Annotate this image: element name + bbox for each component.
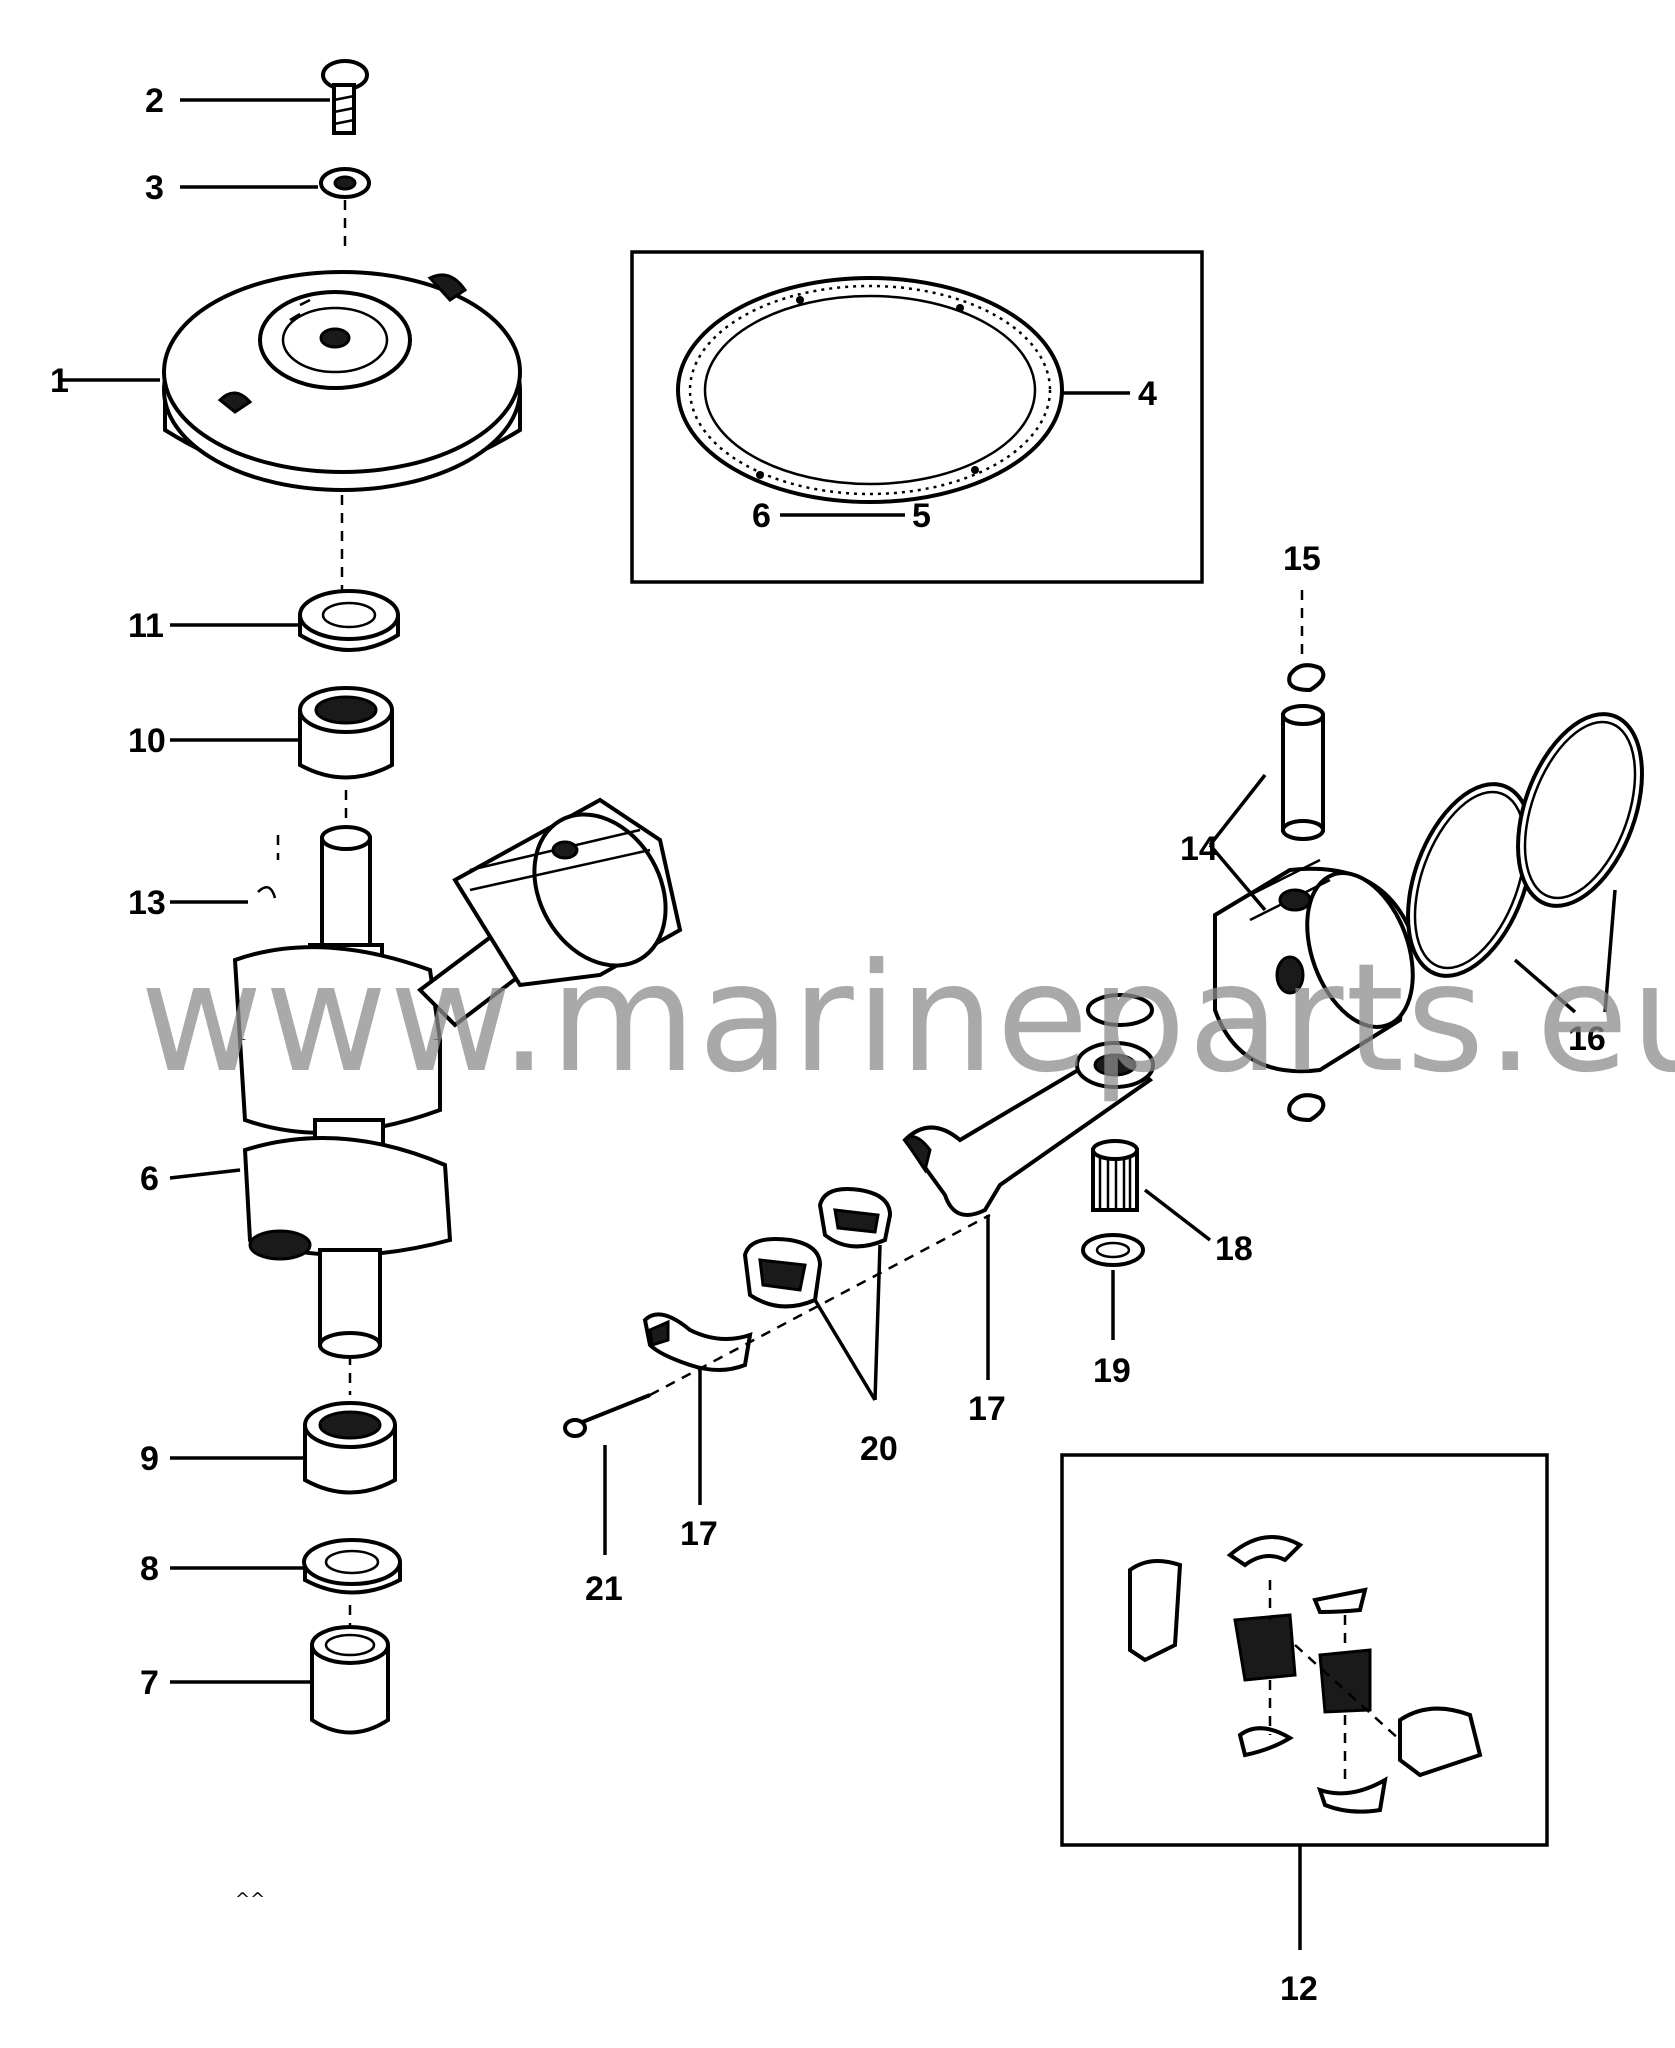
ring-gear-kit-box — [630, 250, 1204, 584]
callout-11: 11 — [128, 607, 164, 645]
callout-9: 9 — [140, 1440, 159, 1478]
thrust-washer-lower — [1081, 1233, 1145, 1267]
piston-pin — [1281, 704, 1325, 841]
lower-bushing — [310, 1625, 390, 1735]
watermark: www.marineparts.eu — [140, 932, 1675, 1106]
lower-oil-seal — [302, 1538, 402, 1595]
piston — [1213, 858, 1415, 1074]
rod-cap-screw — [563, 1393, 651, 1438]
bearing-kit-box — [1060, 1453, 1549, 1847]
callout-14: 14 — [1180, 830, 1218, 868]
crankshaft-assembly — [232, 797, 683, 1359]
callout-4: 4 — [1138, 375, 1157, 413]
callout-10: 10 — [128, 722, 166, 760]
flywheel — [162, 270, 522, 492]
callout-8: 8 — [140, 1550, 159, 1588]
piston-pin-retainer-top — [1287, 663, 1326, 693]
callout-7: 7 — [140, 1664, 159, 1702]
callout-15: 15 — [1283, 540, 1321, 578]
upper-oil-seal — [298, 589, 400, 652]
connecting-rod-cap — [642, 1312, 753, 1372]
bearing-kit-parts — [1128, 1535, 1483, 1814]
lower-main-bearing — [303, 1401, 397, 1495]
callout-16: 16 — [1568, 1020, 1606, 1058]
wrist-pin-needle-bearing — [1091, 1139, 1139, 1212]
callout-6-ring-gear: 6 — [752, 497, 771, 535]
flywheel-washer — [319, 167, 371, 199]
callout-18: 18 — [1215, 1230, 1253, 1268]
callout-2: 2 — [145, 82, 164, 120]
connecting-rod — [902, 1041, 1155, 1217]
callout-3: 3 — [145, 169, 164, 207]
callout-1: 1 — [50, 362, 69, 400]
callout-6-crankshaft: 6 — [140, 1160, 159, 1198]
piston-rings — [1406, 712, 1644, 978]
callout-21: 21 — [585, 1570, 623, 1608]
rod-bearing-halves — [742, 1187, 893, 1309]
flywheel-bolt — [321, 59, 369, 135]
piston-pin-retainer-bottom — [1287, 1093, 1326, 1123]
callout-12: 12 — [1280, 1970, 1318, 2008]
scan-artifact: ^^ — [235, 1889, 265, 1910]
callout-17-cap: 17 — [680, 1515, 718, 1553]
thrust-washer-upper — [1086, 993, 1154, 1027]
callout-13: 13 — [128, 884, 166, 922]
callout-19: 19 — [1093, 1352, 1131, 1390]
callout-20: 20 — [860, 1430, 898, 1468]
upper-main-bearing — [298, 686, 394, 780]
callout-5: 5 — [912, 497, 931, 535]
flywheel-ring-gear — [676, 276, 1064, 504]
callout-17-rod: 17 — [968, 1390, 1006, 1428]
